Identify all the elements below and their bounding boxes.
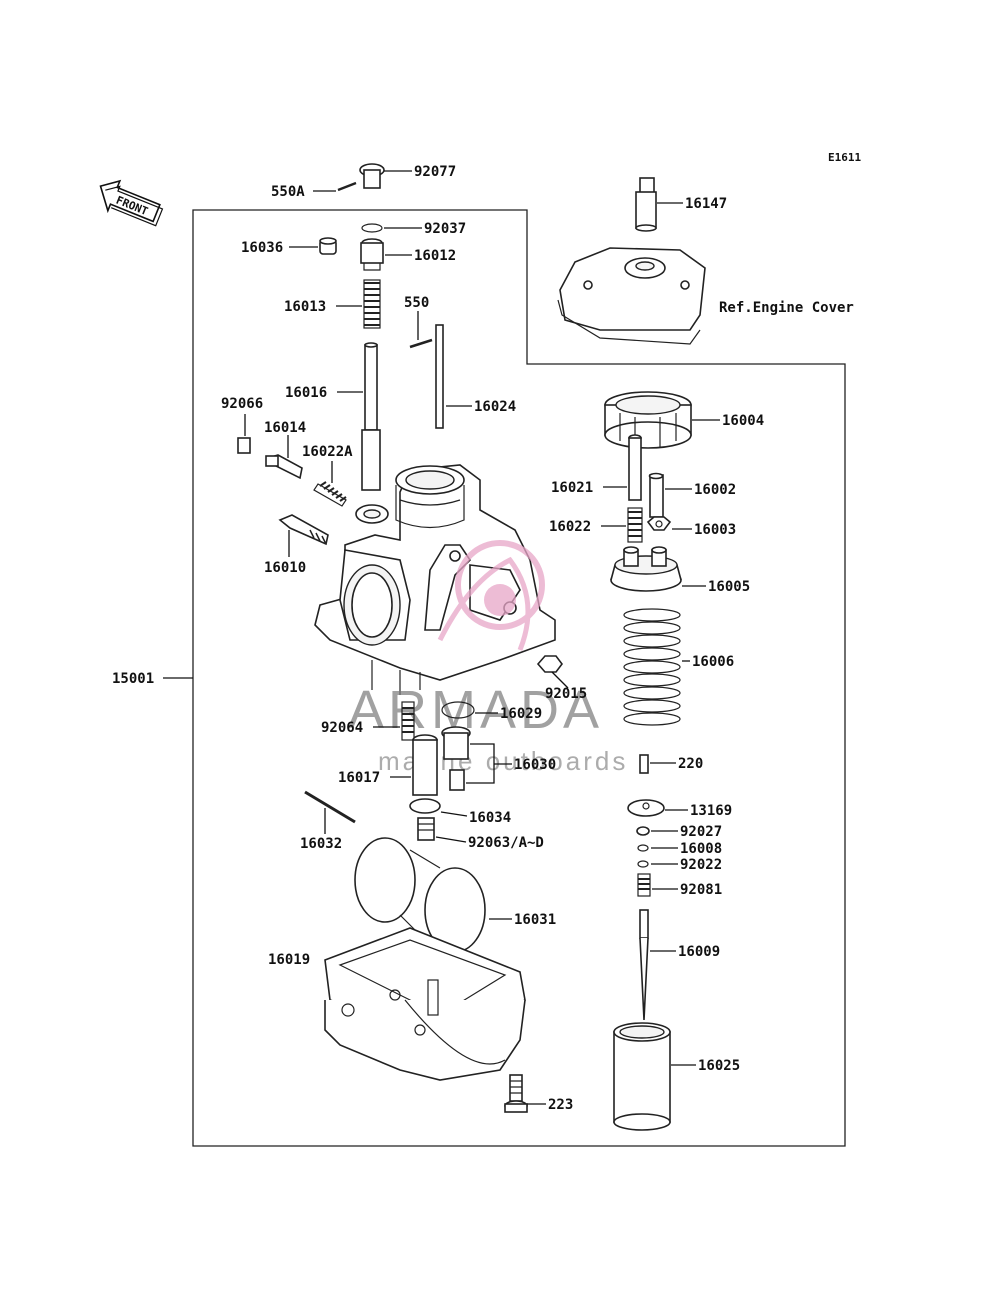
engine-cover-drawing <box>557 247 706 345</box>
label-92077: 92077 <box>414 164 456 180</box>
label-16147: 16147 <box>685 196 727 212</box>
part-550A-clip <box>337 181 357 192</box>
part-16017-tube <box>412 734 438 796</box>
label-92022: 92022 <box>680 857 722 873</box>
part-16016-rod <box>361 342 381 491</box>
label-92037: 92037 <box>424 221 466 237</box>
label-16014: 16014 <box>264 420 306 436</box>
part-16034-washer <box>409 798 441 814</box>
label-16008: 16008 <box>680 841 722 857</box>
part-16024-rod <box>435 324 444 429</box>
label-92081: 92081 <box>680 882 722 898</box>
part-16003-nut <box>646 516 672 531</box>
part-16022-spring <box>627 507 643 543</box>
label-16016: 16016 <box>285 385 327 401</box>
part-16022A-spring <box>313 481 347 507</box>
part-16030-jet <box>441 726 471 791</box>
label-16031: 16031 <box>514 912 556 928</box>
label-16002: 16002 <box>694 482 736 498</box>
label-92015: 92015 <box>545 686 587 702</box>
label-16034: 16034 <box>469 810 511 826</box>
part-16005-cap <box>610 546 682 592</box>
part-16002-plunger <box>648 472 664 518</box>
watermark-logo <box>437 540 545 651</box>
part-16009-needle <box>639 909 649 1021</box>
carburetor-body-drawing <box>314 464 556 695</box>
part-16032-pin <box>304 790 356 824</box>
label-16009: 16009 <box>678 944 720 960</box>
part-223-screw <box>504 1074 528 1113</box>
label-16006: 16006 <box>692 654 734 670</box>
front-arrow-icon: FRONT <box>99 179 164 227</box>
part-16013-spring <box>363 279 381 329</box>
part-92064-spring <box>401 701 415 741</box>
label-550: 550 <box>404 295 429 311</box>
part-92027-cap <box>636 826 650 836</box>
label-16019: 16019 <box>268 952 310 968</box>
label-13169: 13169 <box>690 803 732 819</box>
part-16008-clip <box>637 844 649 852</box>
label-16017: 16017 <box>338 770 380 786</box>
label-223: 223 <box>548 1097 573 1113</box>
part-16006-spring <box>623 608 681 726</box>
label-16036: 16036 <box>241 240 283 256</box>
part-16021-plunger <box>628 434 642 501</box>
label-16030: 16030 <box>514 757 556 773</box>
label-92027: 92027 <box>680 824 722 840</box>
label-16010: 16010 <box>264 560 306 576</box>
part-92081-spring <box>637 873 651 897</box>
part-550-pin <box>409 338 433 349</box>
part-92037-oring <box>361 223 383 233</box>
part-16036-cap <box>319 237 337 255</box>
label-92064: 92064 <box>321 720 363 736</box>
engine-cover-ref: Ref.Engine Cover <box>719 300 854 316</box>
label-550A: 550A <box>271 184 305 200</box>
label-16022A: 16022A <box>302 444 353 460</box>
label-220: 220 <box>678 756 703 772</box>
label-16005: 16005 <box>708 579 750 595</box>
label-16032: 16032 <box>300 836 342 852</box>
label-92066: 92066 <box>221 396 263 412</box>
part-16014-screw <box>265 454 303 480</box>
part-92066-cap <box>237 437 251 454</box>
part-92063-jet <box>417 817 435 841</box>
part-92022-washer <box>637 860 649 868</box>
label-16022: 16022 <box>549 519 591 535</box>
part-220-screw <box>639 754 649 774</box>
label-16021: 16021 <box>551 480 593 496</box>
part-16031-float <box>354 837 486 953</box>
assembly-outline <box>192 209 846 1147</box>
part-16004-ring <box>604 391 692 449</box>
part-16010-screw <box>278 514 329 546</box>
part-16019-float-bowl <box>324 927 526 1081</box>
label-16004: 16004 <box>722 413 764 429</box>
part-16147-shaft <box>635 177 657 232</box>
label-16012: 16012 <box>414 248 456 264</box>
label-16003: 16003 <box>694 522 736 538</box>
label-16024: 16024 <box>474 399 516 415</box>
part-92077-cap <box>359 163 385 189</box>
label-16029: 16029 <box>500 706 542 722</box>
part-13169-plate <box>627 799 665 817</box>
part-16029-washer <box>441 701 475 719</box>
label-15001: 15001 <box>112 671 154 687</box>
label-16013: 16013 <box>284 299 326 315</box>
label-92063: 92063/A~D <box>468 835 544 851</box>
part-92015-nut <box>536 655 563 673</box>
part-16012-nut <box>360 238 384 271</box>
part-16025-cylinder <box>613 1022 671 1131</box>
diagram-code: E1611 <box>828 151 861 164</box>
label-16025: 16025 <box>698 1058 740 1074</box>
